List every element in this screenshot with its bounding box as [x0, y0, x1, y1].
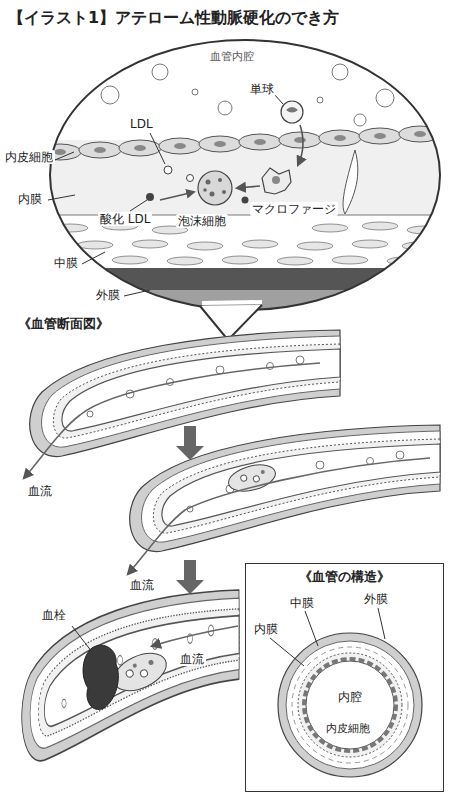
part-label: 内皮細胞	[324, 722, 372, 735]
structure-panel: 《血管の構造》	[245, 563, 444, 792]
part-label: 中膜	[52, 256, 80, 270]
progress-arrow	[176, 426, 204, 594]
part-label: 血栓	[40, 608, 68, 622]
part-label: 泡沫細胞	[176, 214, 228, 228]
vessel-section	[22, 590, 239, 761]
panel-heading: 《血管の構造》	[246, 564, 443, 586]
magnified-view	[39, 40, 450, 340]
vessel-section	[128, 425, 440, 574]
part-label: 中膜	[288, 596, 316, 610]
part-label: 血管内腔	[208, 50, 256, 63]
part-label: LDL	[128, 117, 155, 131]
part-label: 血流	[128, 578, 156, 592]
part-label: 《血管断面図》	[16, 316, 111, 332]
part-label: 単球	[248, 82, 276, 96]
part-label: 内膜	[252, 622, 280, 636]
figure-title: 【イラスト1】アテローム性動脈硬化のでき方	[8, 8, 339, 27]
part-label: 外膜	[362, 592, 390, 606]
part-label: 血流	[178, 652, 206, 666]
part-label: 酸化 LDL	[98, 212, 152, 226]
part-label: 血流	[26, 484, 54, 498]
part-label: 内膜	[16, 192, 44, 206]
vessel-structure	[270, 608, 422, 777]
part-label: 内皮細胞	[3, 150, 55, 164]
part-label: マクロファージ	[250, 202, 338, 216]
part-label: 外膜	[94, 288, 122, 302]
part-label: 内腔	[336, 690, 364, 704]
